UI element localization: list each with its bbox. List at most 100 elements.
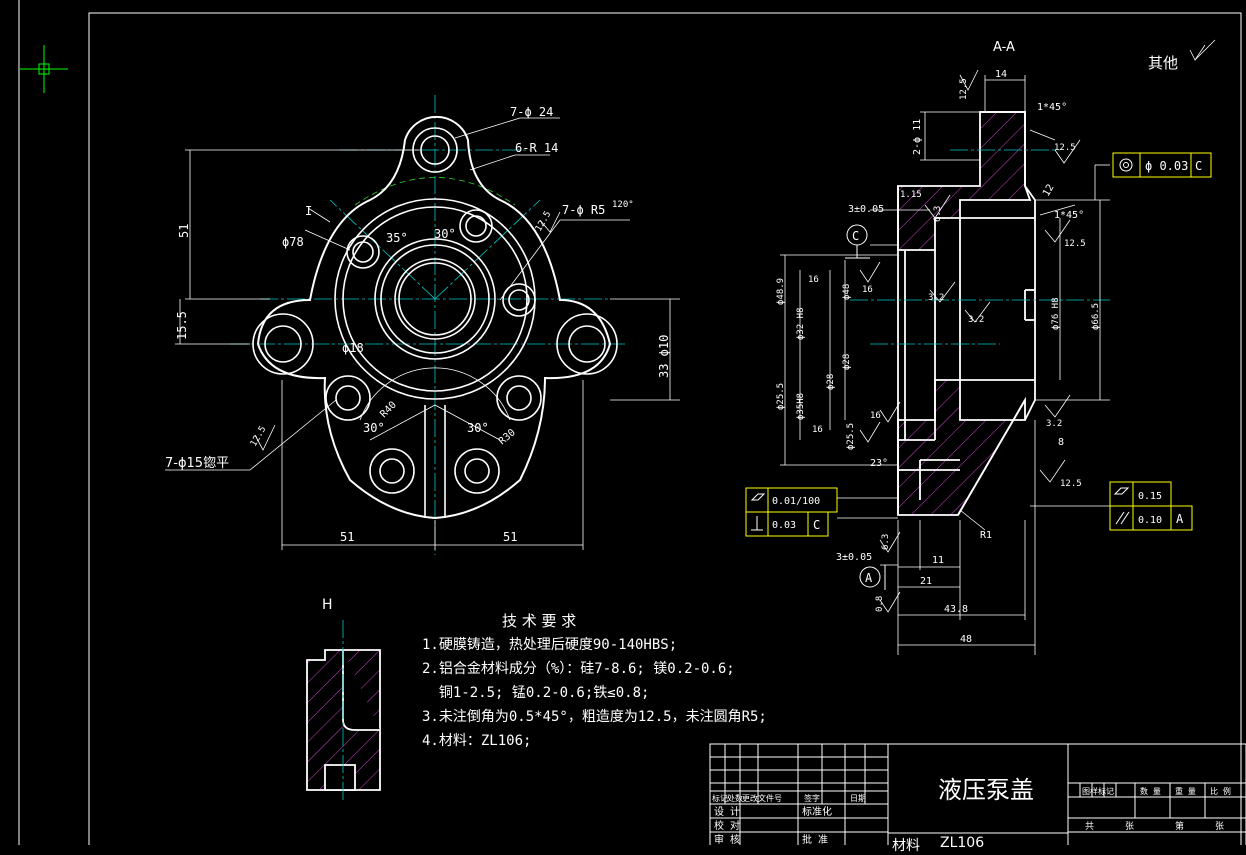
tb-right-header-2: 重 量 [1175, 786, 1196, 796]
other-roughness-label: 其他 [1148, 54, 1179, 72]
label-tol-pos-symbol: ◎ [1119, 169, 1120, 171]
label-tol-flat-right: 0.15 [1138, 491, 1162, 502]
label-d2: ϕ32 H8 [796, 307, 806, 340]
label-p115: 1.15 [900, 190, 922, 200]
tb-row-label-1: 处数 [727, 793, 743, 803]
label-d4: ϕ35H8 [796, 393, 806, 420]
label-angle-35: 35° [386, 231, 408, 245]
label-roughness-right: 12.5 [534, 210, 554, 234]
label-v51: 51 [177, 224, 191, 238]
tb-row-label-0: 标记 [712, 793, 728, 803]
tb-review: 审 核 [714, 833, 740, 845]
label-d8: ϕ28 [842, 354, 852, 370]
label-r16a: 16 [808, 275, 819, 285]
label-r25a: 12.5 [959, 78, 969, 100]
material-value: ZL106 [940, 835, 985, 851]
label-tol-pos-datum: C [1195, 159, 1202, 173]
label-h08: 0.8 [875, 596, 885, 612]
label-angle23: 23° [870, 458, 888, 469]
label-small-holes-deg: 120° [612, 200, 634, 210]
label-angle-30-left: 30° [363, 421, 385, 435]
label-datum-a: A [865, 571, 873, 585]
tb-sheet-0: 共 [1085, 821, 1094, 832]
section-label: A-A [993, 40, 1015, 55]
label-mark-i: I [305, 204, 312, 218]
label-center-dia: ϕ18 [342, 341, 364, 355]
label-tol-par-right: 0.10 [1138, 515, 1162, 526]
tech-req-line-3: 铜1-2.5; 锰0.2-0.6;铁≤0.8; [422, 685, 650, 701]
label-h21: 21 [920, 576, 932, 587]
label-arc-radius: 6-R 14 [515, 141, 558, 155]
label-d1: ϕ48.9 [776, 278, 786, 305]
tb-right-header-1: 数 量 [1140, 786, 1161, 796]
label-chamfer2: 1*45° [1054, 210, 1084, 221]
label-r16b: 16 [862, 285, 873, 295]
label-r63b: 6.3 [881, 534, 891, 550]
label-r81: R1 [980, 530, 992, 541]
label-r32c: 3.2 [1046, 419, 1062, 429]
tech-req-line-1: 1.硬膜铸造，热处理后硬度90-140HBS; [422, 637, 678, 653]
label-h51-left: 51 [340, 530, 354, 544]
label-r16d: 16 [870, 411, 881, 421]
tb-approve: 批 准 [802, 833, 828, 845]
label-h43: 43.8 [944, 604, 968, 615]
tb-sheet-1: 张 [1125, 821, 1134, 832]
label-v2x45: 2-ϕ 11 [912, 119, 923, 155]
label-chamfer1: 1*45° [1037, 102, 1067, 113]
tolerance-frames [745, 152, 1212, 537]
label-d3: ϕ25.5 [776, 383, 786, 410]
cursor-crosshair-icon [20, 45, 68, 93]
tb-row-label-2: 更改文件号 [742, 793, 782, 803]
tech-req-line-4: 3.未注倒角为0.5*45°，粗造度为12.5，未注圆角R5; [422, 709, 767, 725]
label-r32b: 3.2 [928, 293, 944, 303]
label-r25b: 12.5 [1054, 143, 1076, 153]
label-d10: ϕ66.5 [1091, 303, 1101, 330]
tb-check: 校 对 [714, 819, 740, 832]
title-block [709, 743, 1246, 855]
tb-row-label-4: 日期 [850, 794, 866, 803]
label-top-14: 14 [995, 69, 1007, 80]
label-d5: ϕ25.5 [846, 423, 856, 450]
label-tol3b: 3±0.05 [836, 552, 872, 563]
label-tol3: 3±0.05 [848, 204, 884, 215]
label-tol-flat-left: 0.01/100 [772, 496, 820, 507]
tb-sheet-2: 第 [1175, 820, 1184, 832]
tech-req-title: 技 术 要 求 [502, 612, 577, 630]
label-angle-30-top: 30° [434, 227, 456, 241]
label-r63: 6.3 [933, 206, 943, 222]
label-angle-30-right: 30° [467, 421, 489, 435]
section-view [780, 39, 1216, 655]
label-r32a: 3.2 [968, 315, 984, 325]
label-d78: ϕ78 [282, 235, 304, 249]
tb-right-header-0: 图样标记 [1082, 786, 1114, 796]
label-r25c: 12.5 [1064, 239, 1086, 249]
tb-right-header-3: 比 例 [1210, 786, 1231, 796]
dimension-labels: 7-ϕ 24 6-R 14 7-ϕ R5 120° ϕ78 35° 30° ϕ1… [165, 69, 1231, 846]
label-r30: R30 [497, 427, 518, 447]
label-d7: ϕ28 [826, 374, 836, 390]
detail-h-view [306, 620, 381, 800]
label-r40: R40 [378, 400, 399, 421]
label-r16c: 16 [812, 425, 823, 435]
label-tol-pos-value: ϕ 0.03 [1145, 159, 1188, 173]
part-name: 液压泵盖 [938, 776, 1034, 804]
label-r25d: 12.5 [1060, 479, 1082, 489]
tech-req-line-2: 2.铝合金材料成分（%）：硅7-8.6; 镁0.2-0.6; [422, 661, 735, 677]
label-tol-par-datum: A [1176, 512, 1184, 526]
tech-req-line-5: 4.材料：ZL106; [422, 733, 532, 749]
material-label: 材料 [892, 838, 920, 854]
tb-standard: 标准化 [802, 805, 832, 818]
label-datum-c: C [852, 229, 859, 243]
label-h51-right: 51 [503, 530, 517, 544]
label-v33: 33 ϕ10 [657, 335, 671, 378]
label-h11: 11 [932, 555, 944, 566]
detail-label: H [322, 597, 333, 613]
front-view [165, 95, 680, 555]
label-tol-perp-left: 0.03 [772, 520, 796, 531]
label-hole-top: 7-ϕ 24 [510, 105, 553, 119]
label-v15: 15.5 [175, 311, 189, 340]
label-small-holes: 7-ϕ R5 [562, 203, 605, 217]
label-r12: 12 [1041, 183, 1057, 199]
